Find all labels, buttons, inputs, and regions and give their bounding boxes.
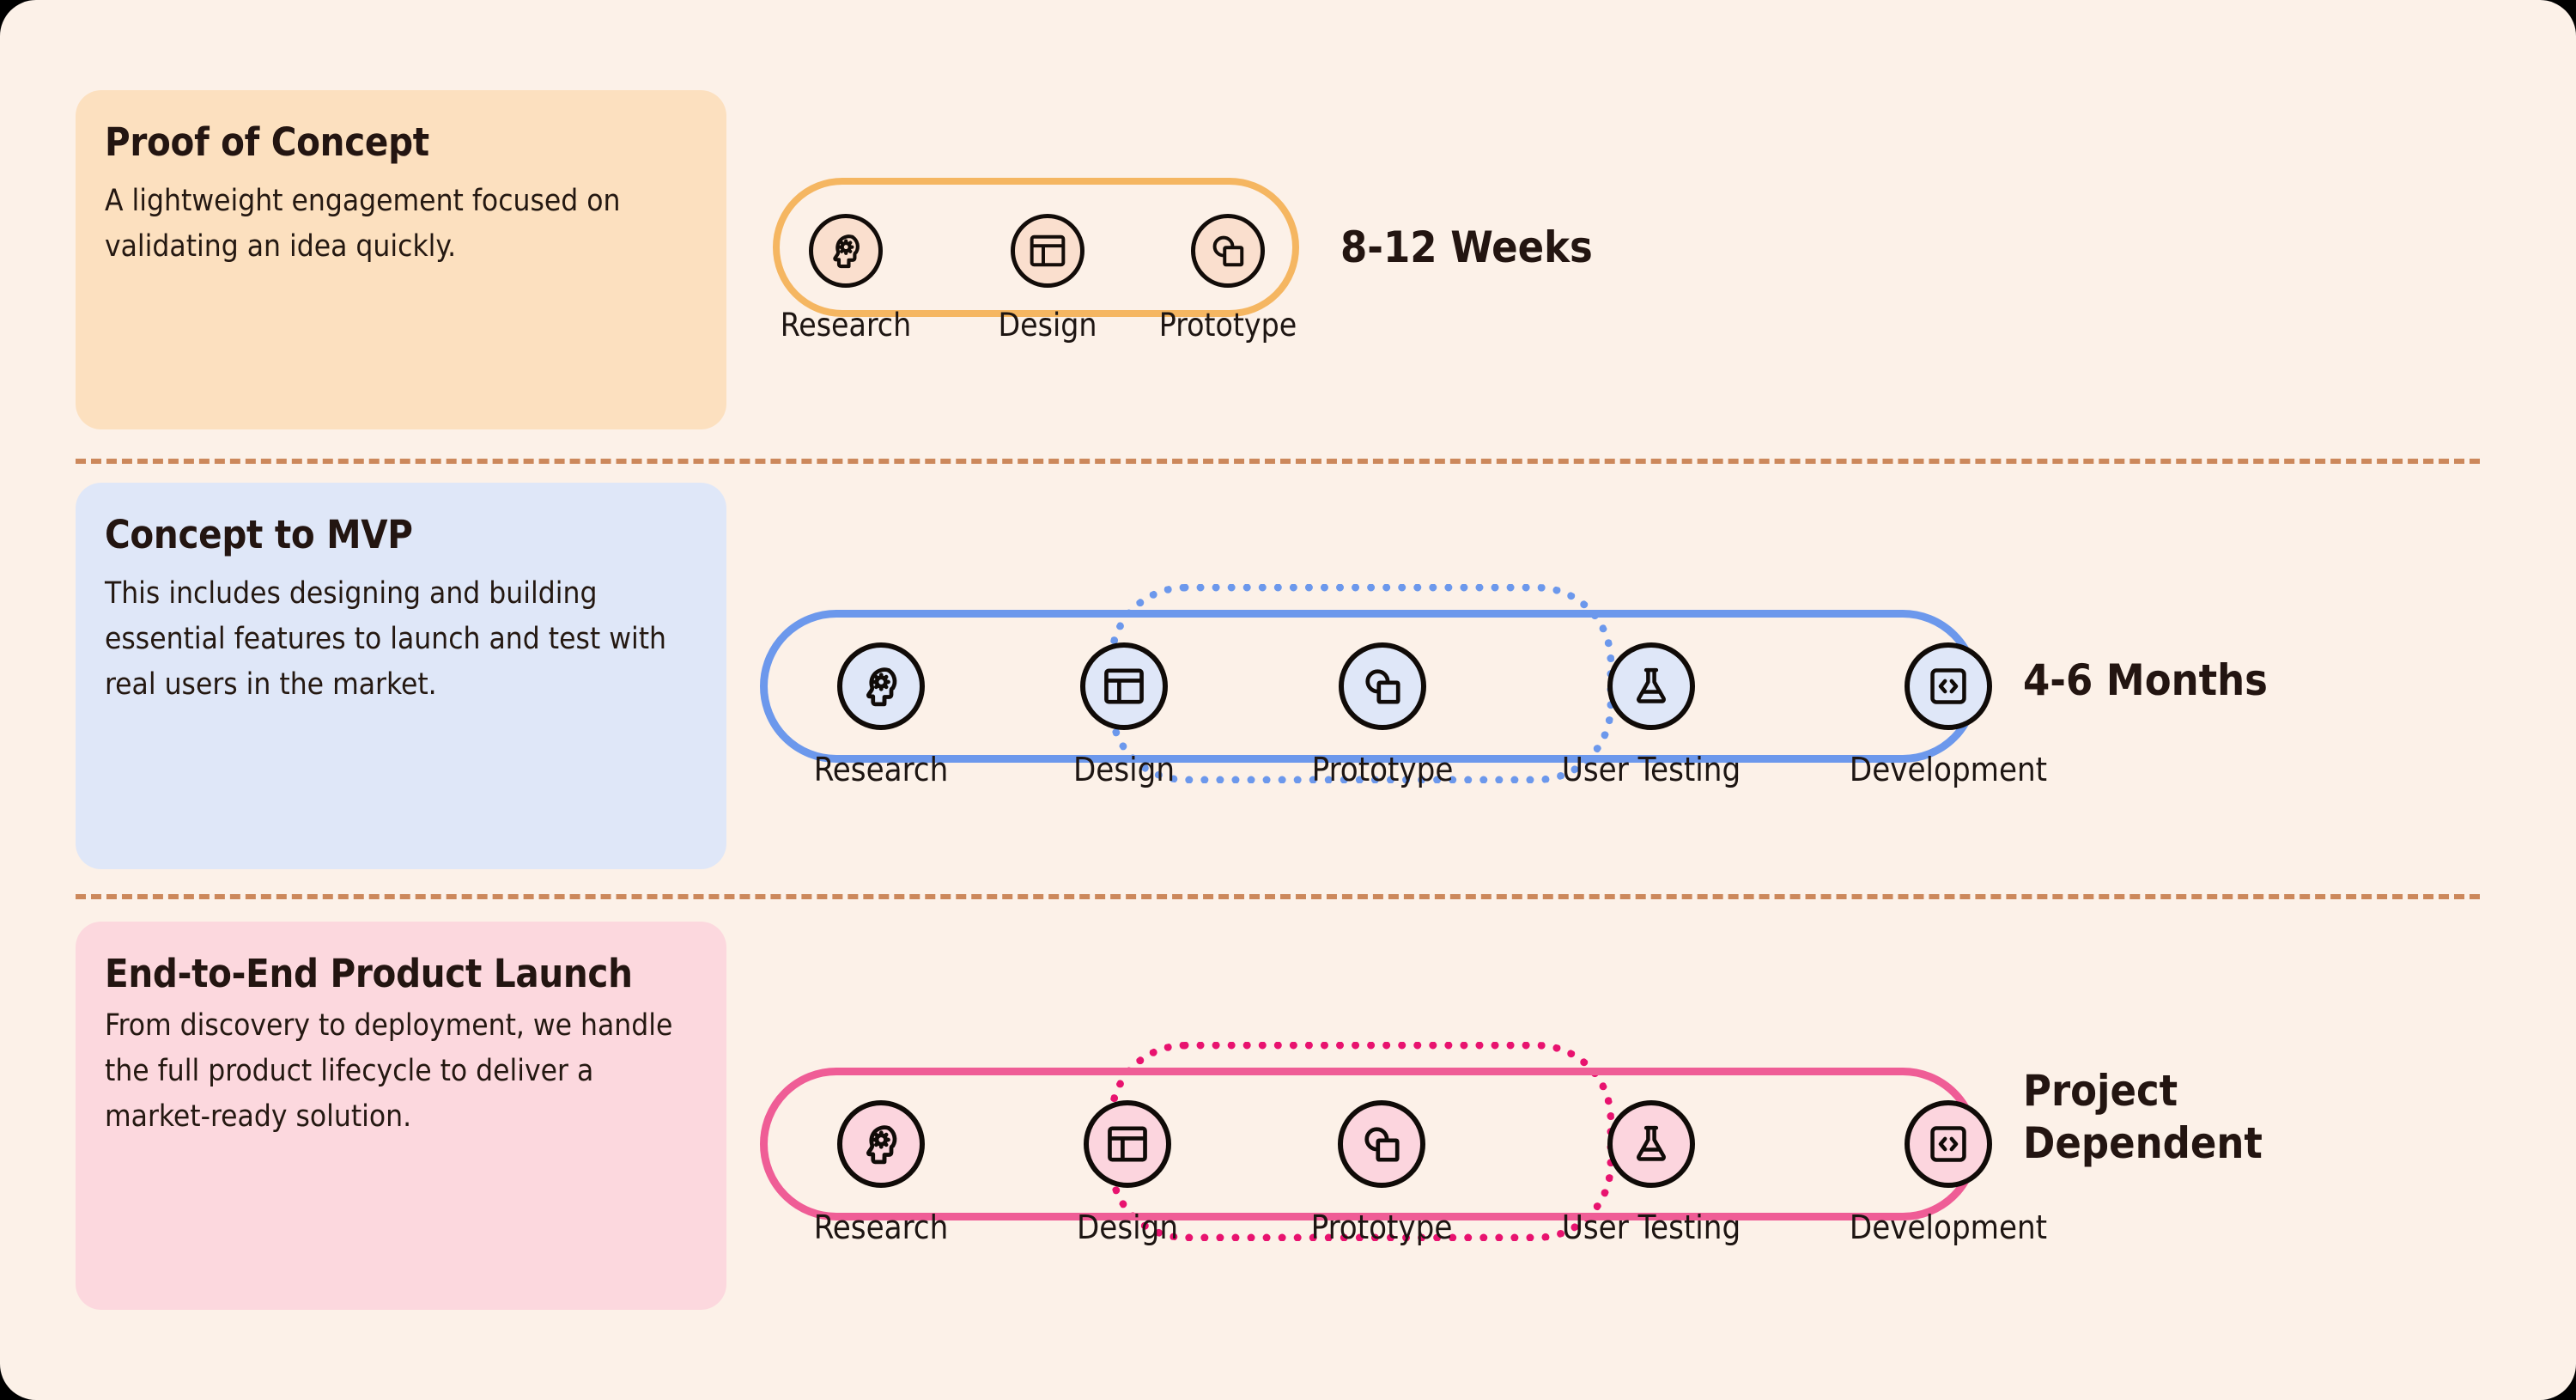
step-development[interactable]: Development bbox=[1828, 642, 2069, 788]
card-proof-of-concept: Proof of Concept A lightweight engagemen… bbox=[76, 90, 726, 429]
step-label: Prototype bbox=[1158, 307, 1297, 344]
card-description: A lightweight engagement focused on vali… bbox=[105, 184, 621, 265]
step-research[interactable]: Research bbox=[772, 214, 920, 344]
step-label: Research bbox=[813, 751, 949, 788]
layout-wireframe-icon bbox=[1080, 642, 1168, 730]
head-gear-icon bbox=[809, 214, 883, 288]
step-user-testing[interactable]: User Testing bbox=[1544, 1100, 1759, 1246]
step-label: Design bbox=[1076, 1208, 1179, 1246]
stage-pill-proof-of-concept bbox=[773, 178, 1299, 317]
row-divider-1 bbox=[76, 459, 2480, 464]
step-prototype[interactable]: Prototype bbox=[1142, 214, 1314, 344]
step-label: Prototype bbox=[1310, 1208, 1453, 1246]
duration-label-concept-to-mvp: 4-6 Months bbox=[2023, 655, 2268, 705]
step-label: Design bbox=[1072, 751, 1176, 788]
step-label: Development bbox=[1849, 751, 2048, 788]
step-research[interactable]: Research bbox=[795, 642, 967, 788]
step-prototype[interactable]: Prototype bbox=[1287, 1100, 1476, 1246]
code-brackets-icon bbox=[1905, 1100, 1992, 1188]
layout-wireframe-icon bbox=[1011, 214, 1084, 288]
step-prototype[interactable]: Prototype bbox=[1288, 642, 1477, 788]
shapes-overlap-icon bbox=[1191, 214, 1265, 288]
card-end-to-end-product-launch: End-to-End Product Launch From discovery… bbox=[76, 922, 726, 1310]
shapes-overlap-icon bbox=[1339, 642, 1426, 730]
step-design[interactable]: Design bbox=[974, 214, 1121, 344]
card-description: From discovery to deployment, we handle … bbox=[105, 1008, 673, 1135]
step-label: User Testing bbox=[1561, 1208, 1741, 1246]
card-concept-to-mvp: Concept to MVP This includes designing a… bbox=[76, 483, 726, 869]
head-gear-icon bbox=[837, 1100, 925, 1188]
card-title: End-to-End Product Launch bbox=[105, 951, 633, 996]
card-title: Concept to MVP bbox=[105, 512, 413, 557]
duration-label-end-to-end: Project Dependent bbox=[2023, 1066, 2263, 1168]
step-label: Research bbox=[813, 1208, 949, 1246]
flask-icon bbox=[1607, 1100, 1695, 1188]
step-design[interactable]: Design bbox=[1038, 642, 1210, 788]
step-label: Development bbox=[1849, 1208, 2048, 1246]
duration-label-proof-of-concept: 8-12 Weeks bbox=[1340, 222, 1593, 272]
step-development[interactable]: Development bbox=[1828, 1100, 2069, 1246]
step-user-testing[interactable]: User Testing bbox=[1544, 642, 1759, 788]
card-title: Proof of Concept bbox=[105, 119, 429, 165]
layout-wireframe-icon bbox=[1084, 1100, 1171, 1188]
card-description: This includes designing and building ess… bbox=[105, 576, 667, 703]
code-brackets-icon bbox=[1905, 642, 1992, 730]
step-design[interactable]: Design bbox=[1042, 1100, 1213, 1246]
step-label: User Testing bbox=[1561, 751, 1741, 788]
step-label: Research bbox=[780, 307, 912, 344]
step-label: Prototype bbox=[1311, 751, 1454, 788]
head-gear-icon bbox=[837, 642, 925, 730]
row-divider-2 bbox=[76, 894, 2480, 899]
step-research[interactable]: Research bbox=[795, 1100, 967, 1246]
shapes-overlap-icon bbox=[1338, 1100, 1425, 1188]
flask-icon bbox=[1607, 642, 1695, 730]
step-label: Design bbox=[998, 307, 1097, 344]
